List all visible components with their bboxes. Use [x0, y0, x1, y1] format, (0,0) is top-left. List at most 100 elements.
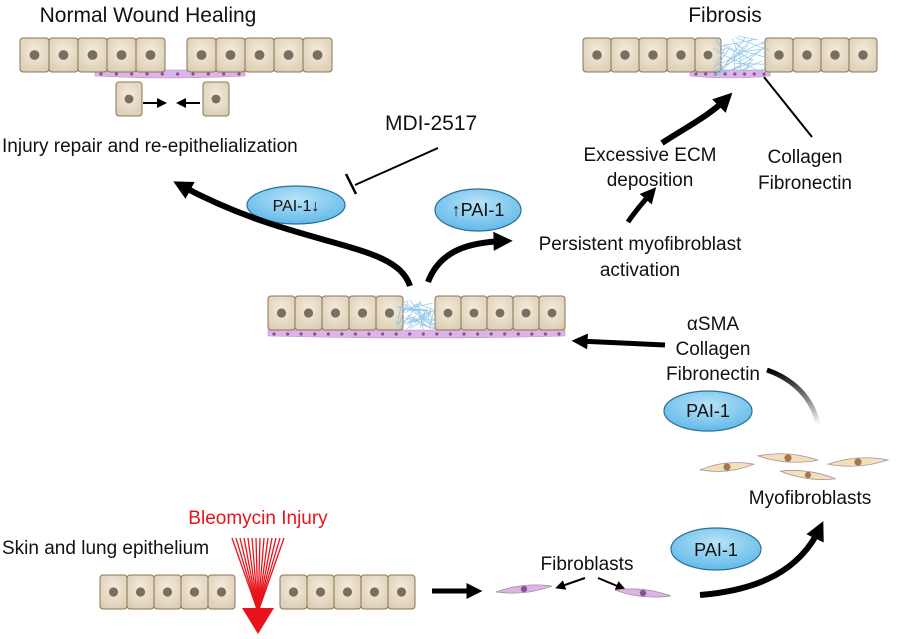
bleomycin-injury-arrow [231, 537, 285, 634]
epithelial-cell [360, 574, 389, 610]
basal-nucleus [475, 332, 480, 336]
basal-nucleus [326, 332, 330, 336]
epithelial-cell [764, 37, 794, 73]
arrow-to-middle-epithelium [571, 333, 666, 350]
cell-nucleus [135, 587, 146, 597]
injury-stroke [239, 537, 259, 613]
epithelial-cell [333, 574, 362, 610]
epithelial-cell [48, 37, 79, 73]
cell-nucleus [196, 50, 207, 60]
cell-nucleus [804, 471, 812, 479]
epithelial-cell [512, 295, 540, 331]
injury-stroke [257, 537, 269, 613]
epithelial-cell [820, 37, 850, 73]
basal-nucleus [435, 332, 439, 336]
cell-nucleus [216, 587, 227, 597]
cell-nucleus [648, 50, 658, 60]
label-fibroblasts: Fibroblasts [541, 554, 634, 575]
fibroblast-pair [496, 584, 671, 598]
epithelial-cell [180, 574, 209, 610]
basal-nucleus [408, 332, 412, 336]
basal-nucleus [299, 332, 303, 336]
cell-nucleus [520, 585, 528, 593]
arrow-to-myofibroblasts [699, 521, 824, 598]
title-fibrosis: Fibrosis [688, 4, 762, 27]
basal-nucleus [145, 72, 149, 76]
pill-pai1-up: ↑PAI-1 [434, 188, 522, 232]
basal-nucleus [762, 72, 766, 76]
cell-nucleus [124, 94, 134, 104]
pill-pai1-mid: PAI-1 [663, 390, 753, 432]
basal-nucleus [130, 72, 134, 76]
basal-nucleus [489, 332, 493, 336]
basal-nucleus [380, 332, 385, 336]
arrow-to-repair [173, 181, 413, 288]
cell-nucleus [495, 308, 505, 318]
arrow-fibroblast-right [597, 577, 626, 591]
basal-nucleus [285, 332, 290, 336]
basal-nucleus [448, 332, 453, 336]
cell-nucleus [357, 308, 368, 318]
cell-nucleus [396, 587, 407, 597]
cell-nucleus [276, 308, 287, 318]
basal-nucleus [421, 332, 425, 336]
basal-nucleus [99, 72, 103, 76]
cell-nucleus [116, 50, 127, 60]
inhibition-line [354, 147, 439, 186]
basal-nucleus [367, 332, 371, 336]
cell-nucleus [854, 458, 862, 466]
cell-nucleus [225, 50, 236, 60]
label-bleomycin-injury: Bleomycin Injury [188, 508, 328, 529]
spindle-cell [756, 453, 820, 463]
label-injury-repair: Injury repair and re-epithelialization [2, 136, 298, 157]
cell-nucleus [369, 587, 380, 597]
basal-nucleus [733, 72, 737, 76]
epithelial-cell [77, 37, 108, 73]
cell-nucleus [189, 587, 200, 597]
pill-pai1-down: PAI-1↓ [246, 185, 346, 225]
epithelial-cell [153, 574, 182, 610]
basal-nucleus [353, 332, 358, 336]
epithelial-cell [207, 574, 236, 610]
epithelial-cell [538, 295, 566, 331]
cell-nucleus [830, 50, 840, 60]
pill-pai1-up-text: ↑PAI-1 [452, 200, 505, 220]
epithelial-cell [792, 37, 822, 73]
epithelial-cell [302, 37, 333, 73]
basal-nucleus [191, 72, 195, 76]
basal-nucleus [340, 332, 344, 336]
pill-pai1-low-text: PAI-1 [694, 540, 738, 560]
spindle-cell [826, 457, 890, 467]
epithelium-fibrosis [582, 35, 878, 79]
cell-nucleus [315, 587, 326, 597]
basal-nucleus [114, 72, 118, 76]
basal-nucleus [176, 72, 180, 76]
basal-nucleus [704, 72, 708, 76]
arrow-to-persistent [425, 231, 513, 284]
epithelial-cell [434, 295, 462, 331]
cell-nucleus [145, 50, 156, 60]
injury-stroke [257, 537, 285, 613]
cell-nucleus [521, 308, 531, 318]
arc-from-myofibroblasts [766, 367, 821, 426]
cell-nucleus [288, 587, 299, 597]
cell-nucleus [162, 587, 173, 597]
epithelial-cell [348, 295, 377, 331]
basal-nucleus [462, 332, 466, 336]
cell-nucleus [330, 308, 341, 318]
label-ecm-line1: Excessive ECM [583, 145, 716, 166]
basal-nucleus [160, 72, 164, 76]
label-marker-asma: αSMA [687, 314, 739, 335]
cell-nucleus [312, 50, 323, 60]
epithelial-cell [666, 37, 696, 73]
epithelial-cell [610, 37, 640, 73]
epithelial-cell [106, 37, 137, 73]
inhibition-bar [344, 173, 358, 195]
epithelial-cell [215, 37, 246, 73]
epithelial-cell [486, 295, 514, 331]
epithelium-normal-healing [19, 37, 333, 117]
title-normal-wound-healing: Normal Wound Healing [40, 4, 257, 27]
basal-nucleus [394, 332, 398, 336]
label-inhibitor: MDI-2517 [385, 112, 477, 135]
